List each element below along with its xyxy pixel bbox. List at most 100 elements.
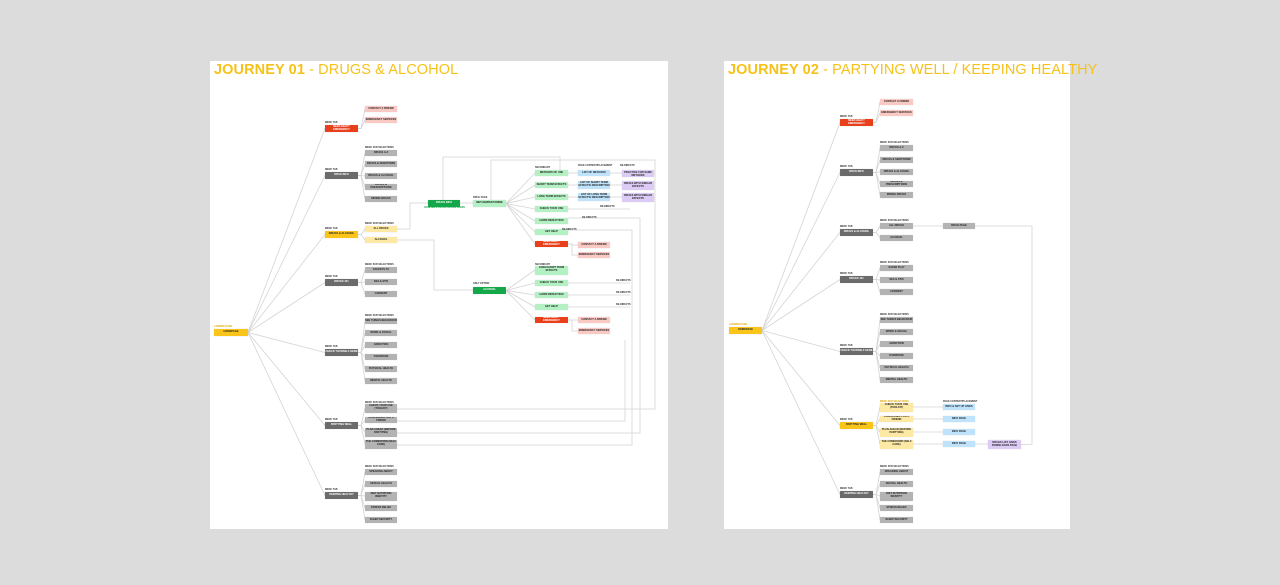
sub-selection-item[interactable]: MENTAL HEALTH	[365, 378, 397, 384]
menu-tab-4[interactable]: CHECK YOURSELF HERE	[325, 349, 358, 356]
drug-section-item[interactable]: GET HELP	[535, 229, 568, 235]
alcohol-emergency-option[interactable]: CONTACT A FRIEND	[578, 317, 610, 323]
sub-selection-item[interactable]: DRUGS & PRESCRIPTIONS	[880, 181, 913, 187]
homepage-node[interactable]: HOMEPAGE	[729, 327, 762, 334]
sub-selection-item[interactable]: SEX & STIS	[365, 279, 397, 285]
sub-selection-item[interactable]: DIET NUTRITION IDENTITY	[880, 491, 913, 501]
sub-selection-item[interactable]: ALCOHOL	[880, 235, 913, 241]
drug-emergency-node[interactable]: NEED HELP? EMERGENCY	[535, 241, 568, 247]
page-content-item[interactable]: LIST OF METHODS	[578, 170, 610, 176]
downloads-node[interactable]: DRUGS LIST LINKS DOWNLOADS PAGE	[988, 440, 1021, 449]
sub-selection-item[interactable]: SPEAKING ABOUT	[880, 469, 913, 475]
sub-selection-item[interactable]: DRUGS & PRESCRIPTIONS	[365, 184, 397, 190]
sub-selection-item[interactable]: SEE THINGS BEHAVIOUR	[880, 317, 913, 323]
sub-selection-item[interactable]: EMERGENCY SERVICES	[880, 110, 913, 116]
sub-selection-item[interactable]: PLAN AHEAD (BEFORE PARTYING)	[365, 427, 397, 437]
sub-selection-item[interactable]: OVERDOSE	[365, 354, 397, 360]
sub-selection-item[interactable]: WORK & SOCIAL	[365, 330, 397, 336]
sub-selection-item[interactable]: THE COMEDOWN (SELF CARE)	[365, 439, 397, 449]
sub-selection-item[interactable]: STRESS RELIEF	[365, 505, 397, 511]
alcohol-section-item[interactable]: LONG/SHORT TERM EFFECTS	[535, 265, 568, 275]
menu-tab-3[interactable]: DRUGS 101	[325, 279, 358, 286]
sub-selection-item[interactable]: CHECK YOUR USE (TOOLKIT)	[365, 403, 397, 413]
menu-tab-2[interactable]: DRUGS & ALCOHOL	[840, 229, 873, 236]
sub-selection-item[interactable]: MIXING DRUGS	[880, 192, 913, 198]
sub-selection-item[interactable]: ALL DRUGS	[880, 223, 913, 229]
menu-tab-5[interactable]: PARTYING WELL	[840, 422, 873, 429]
page-content-item[interactable]: INFO PAGE	[943, 429, 975, 435]
drug-section-item[interactable]: HARM REDUCTION	[535, 218, 568, 224]
menu-tab-1[interactable]: DRUG INFO	[325, 172, 358, 179]
sub-selection-item[interactable]: MIXING DRUGS	[365, 196, 397, 202]
menu-tab-3[interactable]: DRUGS 101	[840, 276, 873, 283]
sub-selection-item[interactable]: CONTACT A FRIEND	[365, 106, 397, 112]
sub-selection-item[interactable]: SEE THINGS BEHAVIOUR	[365, 318, 397, 324]
homepage-node[interactable]: HOMEPAGE	[214, 329, 248, 336]
sub-selection-item[interactable]: WORK & SOCIAL	[880, 329, 913, 335]
sub-selection-item[interactable]: CHECK YOUR USE (TOOLKIT)	[880, 402, 913, 412]
sub-selection-item[interactable]: DRUGS A-Z	[365, 150, 397, 156]
sub-selection-item[interactable]: DIET NUTRITION IDENTITY	[365, 491, 397, 501]
sub-selection-item[interactable]: DRUGS A-Z	[880, 145, 913, 151]
drug-section-item[interactable]: METHODS OF USE	[535, 170, 568, 176]
page-content-item[interactable]: LIST OF LONG TERM EFFECTS/ DESCRIPTION	[578, 193, 610, 201]
sub-selection-item[interactable]: OVERDOSE	[880, 353, 913, 359]
sub-selection-item[interactable]: CONSENT	[365, 291, 397, 297]
sub-selection-item[interactable]: DRUGS & SEROTONIN	[880, 157, 913, 163]
sub-selection-item[interactable]: SLEEP SECURITY	[880, 517, 913, 523]
sub-selection-item[interactable]: SAFER PLAY	[365, 267, 397, 273]
drug-section-item[interactable]: SHORT TERM EFFECTS	[535, 182, 568, 188]
sub-selection-item[interactable]: STRESS RELIEF	[880, 505, 913, 511]
alcohol-emergency-node[interactable]: NEED HELP? EMERGENCY	[535, 317, 568, 323]
sub-selection-item[interactable]: DRUGS & ALCOHOL	[880, 169, 913, 175]
sub-selection-item[interactable]: CONCERNED FOR A FRIEND	[880, 416, 913, 422]
sub-selection-item[interactable]: SLEEP SECURITY	[365, 517, 397, 523]
sub-selection-item[interactable]: DRUGS & SEROTONIN	[365, 161, 397, 167]
alcohol-section-item[interactable]: GET HELP	[535, 304, 568, 310]
page-content-item[interactable]: INFO PAGE	[943, 441, 975, 447]
sub-selection-item[interactable]: MENTAL HEALTH	[880, 377, 913, 383]
drug-info-node[interactable]: DRUGS INFO	[428, 200, 460, 207]
sub-selection-item[interactable]: SEXUAL HEALTH	[880, 481, 913, 487]
alcohol-node[interactable]: ALCOHOL	[473, 287, 506, 294]
sub-selection-item[interactable]: CONSENT	[880, 289, 913, 295]
sub-selection-item[interactable]: THE COMEDOWN (SELF CARE)	[880, 439, 913, 449]
page-content-item[interactable]: INFO & SET UP LINKS	[943, 404, 975, 410]
sub-selection-item[interactable]: SPEAKING ABOUT	[365, 469, 397, 475]
menu-tab-5[interactable]: PARTYING WELL	[325, 422, 358, 429]
sub-selection-item[interactable]: SEXUAL HEALTH	[365, 481, 397, 487]
redirect-item[interactable]: DRUGS WITH SIMILAR EFFECTS	[622, 193, 654, 202]
menu-tab-1[interactable]: DRUG INFO	[840, 169, 873, 176]
alcohol-section-item[interactable]: HARM REDUCTION	[535, 292, 568, 298]
drug-page-node[interactable]: DRUG PAGE	[943, 223, 975, 229]
sub-selection-item[interactable]: SEX & STIS	[880, 277, 913, 283]
sub-selection-item[interactable]: ALL DRUGS	[365, 226, 397, 232]
drug-section-item[interactable]: CHECK YOUR USE	[535, 206, 568, 212]
drug-emergency-option[interactable]: CONTACT A FRIEND	[578, 242, 610, 248]
redirect-item[interactable]: DRUGS WITH SIMILAR EFFECTS	[622, 181, 654, 190]
menu-tab-0[interactable]: NEED HELP? EMERGENCY	[840, 119, 873, 126]
sub-selection-item[interactable]: PLAN AHEAD (BEFORE PARTYING)	[880, 427, 913, 437]
menu-tab-2[interactable]: DRUGS & ALCOHOL	[325, 231, 358, 238]
drug-emergency-option[interactable]: EMERGENCY SERVICES	[578, 252, 610, 258]
sub-selection-item[interactable]: PHYSICAL HEALTH	[880, 365, 913, 371]
sub-selection-item[interactable]: CONCERNED FOR A FRIEND	[365, 417, 397, 423]
drug-page-node[interactable]: METHAMPHETAMINE	[473, 200, 506, 207]
redirect-item[interactable]: LINKS TO SPECIFIC PRACTICE FOR SAME METH…	[622, 170, 654, 177]
sub-selection-item[interactable]: ALCOHOL	[365, 237, 397, 243]
menu-tab-6[interactable]: KEEPING HEALTHY	[325, 492, 358, 499]
sub-selection-item[interactable]: ADDICTION	[365, 342, 397, 348]
sub-selection-item[interactable]: PHYSICAL HEALTH	[365, 366, 397, 372]
sub-selection-item[interactable]: ADDICTION	[880, 341, 913, 347]
sub-selection-item[interactable]: SAFER PLAY	[880, 265, 913, 271]
sub-selection-item[interactable]: EMERGENCY SERVICES	[365, 117, 397, 123]
alcohol-emergency-option[interactable]: EMERGENCY SERVICES	[578, 328, 610, 334]
sub-selection-item[interactable]: CONTACT A FRIEND	[880, 99, 913, 105]
menu-tab-0[interactable]: NEED HELP? EMERGENCY	[325, 125, 358, 132]
menu-tab-4[interactable]: CHECK YOURSELF HERE	[840, 348, 873, 355]
page-content-item[interactable]: INFO PAGE	[943, 416, 975, 422]
drug-section-item[interactable]: LONG TERM EFFECTS	[535, 194, 568, 200]
sub-selection-item[interactable]: DRUGS & ALCOHOL	[365, 173, 397, 179]
menu-tab-6[interactable]: KEEPING HEALTHY	[840, 491, 873, 498]
page-content-item[interactable]: LIST OF SHORT TERM EFFECTS/ DESCRIPTION	[578, 181, 610, 189]
